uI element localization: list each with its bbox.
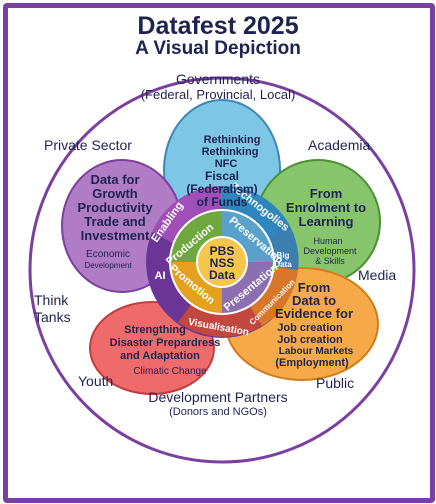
purple-line-1: Data for: [90, 172, 139, 187]
green-sub-1: Human: [313, 236, 342, 246]
label-development-partners: Development Partners (Donors and NGOs): [148, 389, 288, 419]
green-line-3: Learning: [299, 214, 354, 229]
blue-line-3: NFC: [215, 158, 238, 170]
red-line-3: and Adaptation: [120, 350, 200, 362]
ring-big-data-2: Data: [274, 260, 292, 269]
orange-line-5: Job creation: [277, 334, 343, 346]
green-line-2: Enrolment to: [286, 200, 366, 215]
orange-line-2: Data to: [292, 293, 336, 308]
red-sub: Climatic Change: [133, 366, 207, 377]
orange-line-6: Labour Markets: [279, 346, 354, 357]
orange-line-4: Job creation: [277, 322, 343, 334]
page-subtitle: A Visual Depiction: [135, 38, 301, 59]
core-pbs: PBS: [210, 244, 235, 258]
label-media: Media: [358, 267, 397, 283]
blue-line-6: of Funds: [197, 195, 248, 209]
blue-line-5: (Federalism): [186, 182, 257, 196]
core-circle: [196, 236, 248, 288]
purple-line-2: Growth: [92, 186, 138, 201]
purple-sub-1: Economic: [86, 249, 130, 260]
purple-line-5: Investment: [81, 228, 150, 243]
label-academia: Academia: [308, 137, 371, 153]
ring-big-data-1: Big: [277, 251, 290, 260]
orange-line-1: From: [298, 280, 331, 295]
red-line-1: Strengthing: [124, 324, 186, 336]
green-sub-3: & Skills: [315, 256, 345, 266]
core-nss: NSS: [210, 256, 235, 270]
purple-line-4: Trade and: [84, 214, 145, 229]
blue-line-2: Rethinking: [202, 146, 259, 158]
blue-line-4: Fiscal: [205, 169, 239, 183]
purple-line-3: Productivity: [77, 200, 153, 215]
orange-line-3: Evidence for: [275, 306, 353, 321]
label-governments: Governments (Federal, Provincial, Local): [140, 71, 296, 103]
page-title: Datafest 2025: [137, 12, 299, 40]
label-public: Public: [316, 375, 355, 391]
label-think-tanks: Think Tanks: [34, 292, 71, 325]
purple-sub-2: Development: [84, 261, 132, 270]
blue-line-1: Rethinking: [204, 134, 261, 146]
ring-ai: AI: [155, 270, 166, 282]
outer-circle: [28, 76, 416, 464]
red-line-2: Disaster Prepardress: [110, 337, 221, 349]
orange-line-7: (Employment): [275, 357, 349, 369]
label-private-sector: Private Sector: [44, 137, 132, 153]
green-line-1: From: [310, 186, 343, 201]
core-data: Data: [209, 268, 235, 282]
label-youth: Youth: [78, 373, 114, 389]
green-sub-2: Development: [303, 246, 357, 256]
